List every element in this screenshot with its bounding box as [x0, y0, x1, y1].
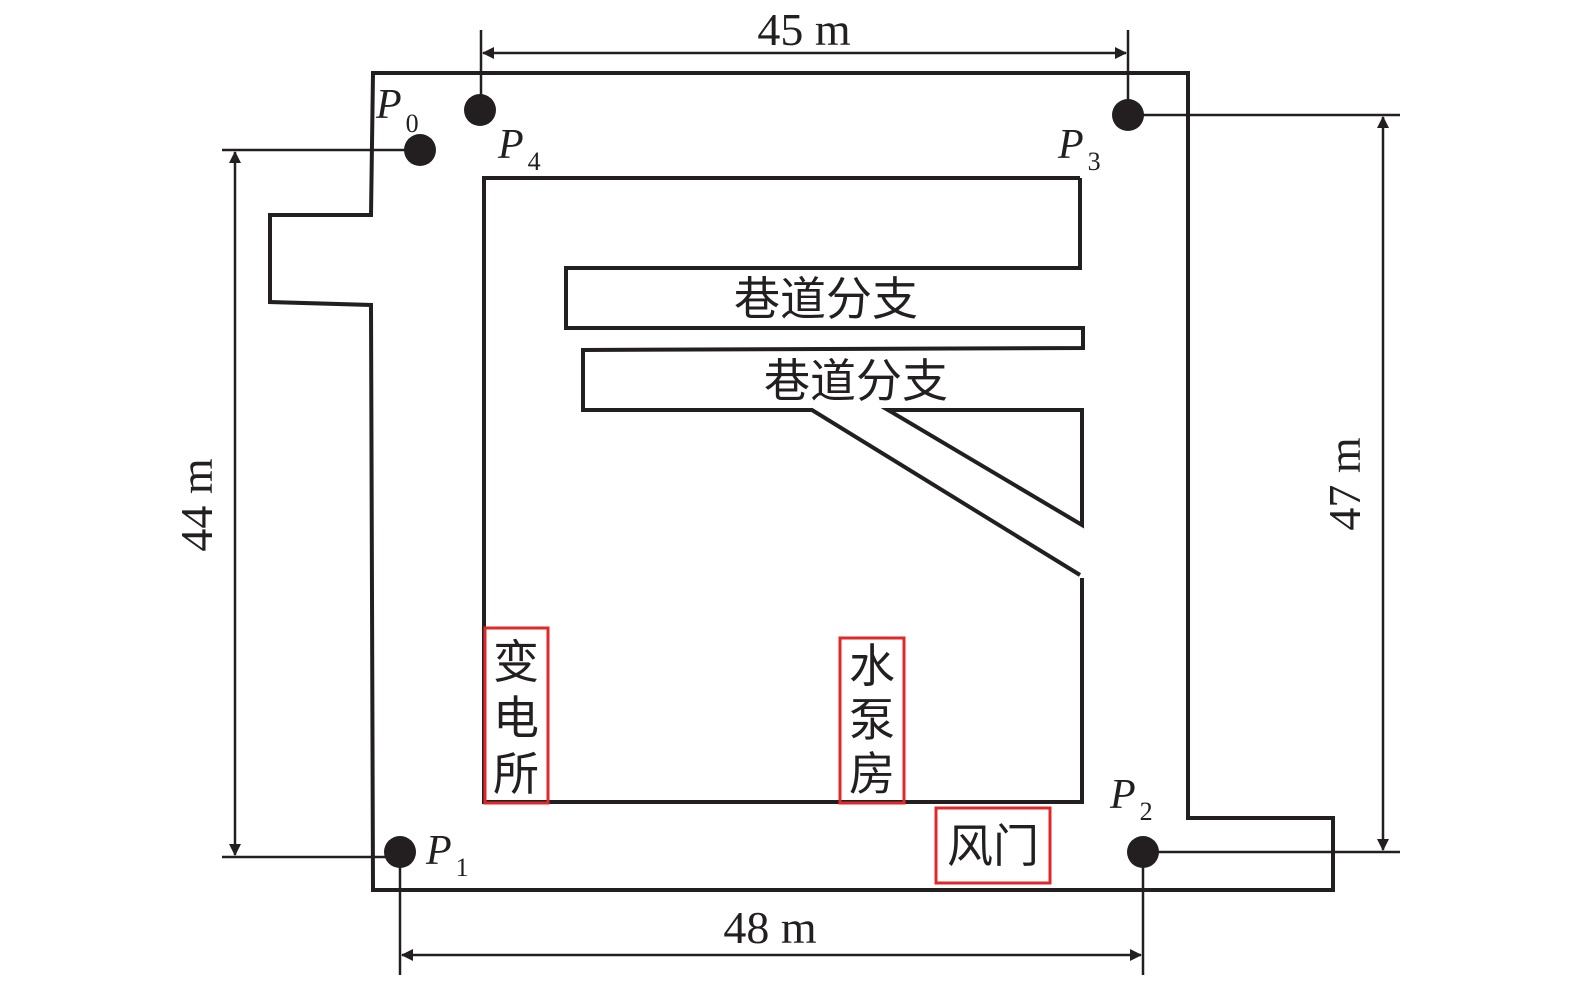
dimension-left-label: 44 m — [171, 458, 222, 552]
branch-upper-outline — [564, 178, 1085, 577]
air-door-text: 风门 — [947, 819, 1039, 873]
pump-house-highlight-box — [838, 636, 906, 805]
point-p4-marker — [464, 94, 496, 126]
point-p2-marker — [1127, 836, 1159, 868]
substation-label: 变 电 所 — [483, 626, 550, 805]
outer-tunnel-boundary — [268, 71, 1335, 892]
air-door-highlight-box — [934, 806, 1052, 885]
pump-house-char: 水 — [849, 639, 895, 693]
air-door-label: 风门 — [934, 806, 1052, 885]
point-p3-marker — [1112, 99, 1144, 131]
branch-triangle-outline — [880, 408, 1084, 529]
point-p0-marker — [404, 134, 436, 166]
substation-char: 变 — [493, 635, 539, 689]
dimension-top-label: 45 m — [757, 4, 851, 55]
branch-label-upper: 巷道分支 — [734, 272, 918, 326]
dimension-bottom-label: 48 m — [723, 902, 817, 953]
dimension-left: 44 m — [171, 148, 420, 859]
point-p1-marker — [384, 836, 416, 868]
pump-house-char: 房 — [849, 747, 895, 801]
substation-char: 所 — [493, 747, 539, 801]
pump-house-label: 水 泵 房 — [838, 636, 906, 805]
dimension-bottom: 48 m — [398, 852, 1145, 975]
branch-label-lower: 巷道分支 — [764, 354, 948, 408]
substation-highlight-box — [483, 626, 550, 805]
dimension-top: 45 m — [479, 4, 1130, 112]
pump-house-char: 泵 — [849, 693, 895, 747]
dimension-right: 47 m — [1128, 113, 1400, 854]
substation-char: 电 — [493, 691, 539, 745]
dimension-right-label: 47 m — [1319, 437, 1370, 531]
